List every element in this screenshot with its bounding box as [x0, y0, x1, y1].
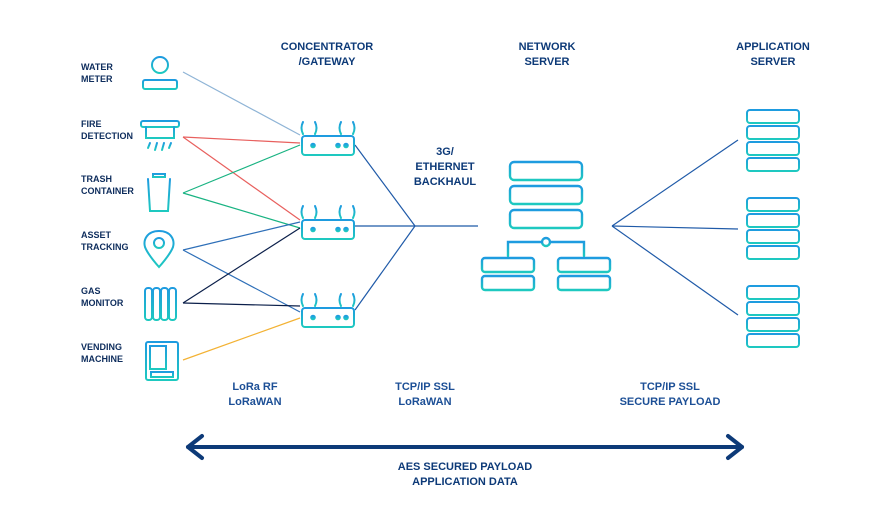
link-vending-gw3 — [182, 317, 301, 361]
double-arrow — [186, 434, 744, 460]
app-links — [611, 139, 739, 316]
gateway-icon — [300, 119, 356, 160]
link-gas-gw2 — [182, 227, 301, 304]
gateway-icon — [300, 203, 356, 244]
smoke-detector-icon — [140, 120, 180, 151]
application-server-icon — [746, 285, 800, 348]
header-concentrator: CONCENTRATOR/GATEWAY — [280, 41, 374, 68]
link-trash-gw1 — [182, 144, 301, 194]
application-server-icon — [746, 197, 800, 260]
device-links — [182, 71, 301, 361]
gateway-icon — [300, 291, 356, 332]
link-fire-gw1 — [182, 136, 301, 144]
link-trash-gw2 — [182, 192, 301, 229]
link-gas-gw3 — [182, 302, 301, 307]
vending-machine-icon — [145, 341, 179, 381]
location-pin-icon — [143, 229, 175, 269]
application-server-icon — [746, 109, 800, 172]
link-fire-gw2 — [182, 136, 301, 221]
backhaul-links — [354, 144, 478, 311]
link-water-gw1 — [182, 71, 301, 136]
link-asset-gw2 — [182, 221, 301, 251]
gas-radiator-icon — [141, 287, 182, 325]
network-server-icon — [480, 160, 612, 292]
trash-bin-icon — [144, 173, 174, 212]
link-asset-gw3 — [182, 249, 301, 313]
water-meter-icon — [136, 56, 184, 90]
